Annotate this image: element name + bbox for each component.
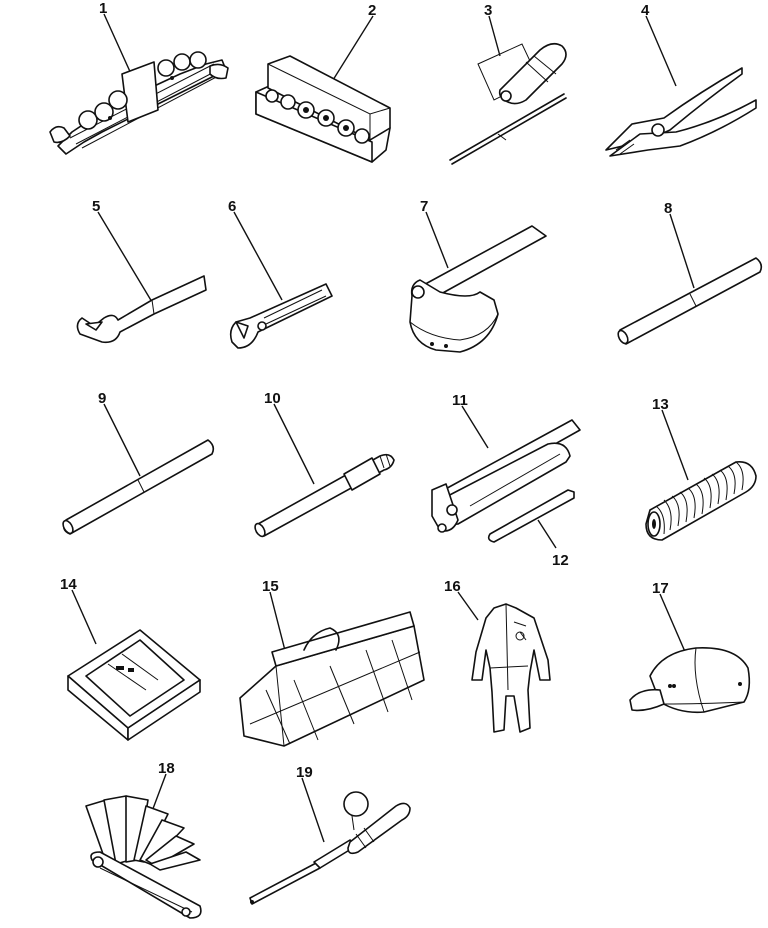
part-label-8: 8 <box>664 200 672 217</box>
part-label-1: 1 <box>99 0 107 17</box>
part-label-14: 14 <box>60 576 77 593</box>
part-label-15: 15 <box>262 578 279 595</box>
part-label-4: 4 <box>641 2 650 19</box>
combination-wrench-set-icon <box>49 13 229 155</box>
pry-bar-icon <box>254 403 395 538</box>
part-label-6: 6 <box>228 198 236 215</box>
part-label-5: 5 <box>92 198 100 215</box>
part-label-18: 18 <box>158 760 175 777</box>
tool-case-icon <box>67 589 201 741</box>
feeler-gauge-icon <box>85 773 202 919</box>
part-label-13: 13 <box>652 396 669 413</box>
extension-bar-icon <box>62 403 215 535</box>
part-label-17: 17 <box>652 580 669 597</box>
part-label-10: 10 <box>264 390 281 407</box>
part-label-9: 9 <box>98 390 106 407</box>
part-label-3: 3 <box>484 2 492 19</box>
pliers-icon <box>605 15 757 157</box>
open-end-wrench-with-bar-icon <box>76 211 207 344</box>
tool-bag-icon <box>239 591 425 747</box>
filter-wrench-icon <box>409 211 547 353</box>
part-label-2: 2 <box>368 2 376 19</box>
socket-set-case-icon <box>255 15 391 163</box>
part-label-19: 19 <box>296 764 313 781</box>
grease-nozzle-icon <box>487 489 575 549</box>
coverall-icon <box>457 591 551 733</box>
part-label-12: 12 <box>552 552 569 569</box>
lamp-tester-icon <box>249 777 411 905</box>
grease-gun-icon <box>431 405 581 533</box>
adjustable-wrench-with-bar-icon <box>229 211 333 349</box>
part-label-16: 16 <box>444 578 461 595</box>
part-label-11: 11 <box>452 392 468 409</box>
part-label-7: 7 <box>420 198 428 215</box>
screwdriver-icon <box>449 15 567 165</box>
cap-icon <box>629 593 751 714</box>
extension-bar-icon <box>617 213 763 345</box>
spring-icon <box>645 409 757 541</box>
